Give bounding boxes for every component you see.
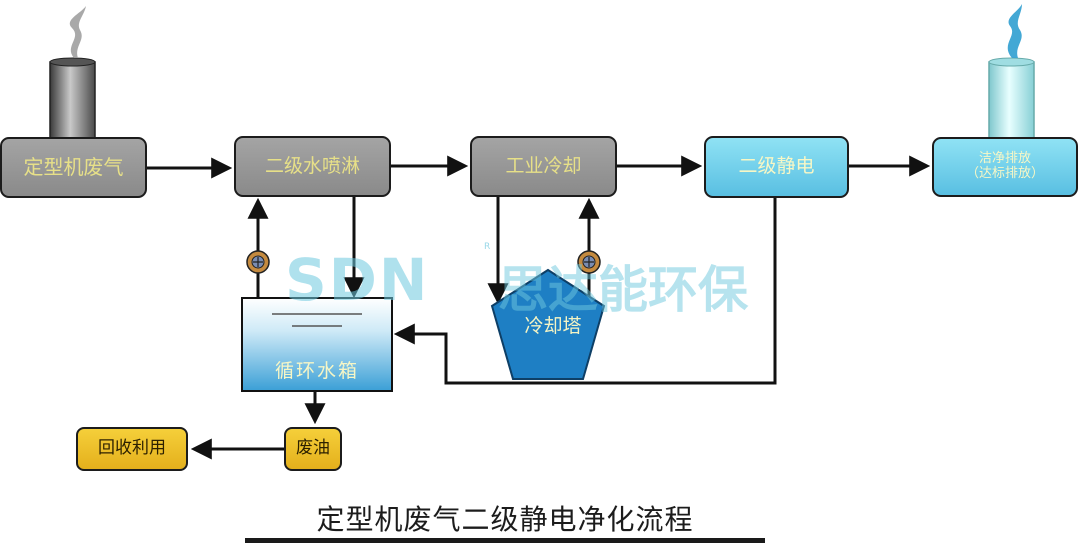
node-discharge-line2: （达标排放）	[965, 166, 1044, 181]
node-spray-label: 二级水喷淋	[264, 154, 360, 177]
node-discharge: 洁净排放 （达标排放）	[932, 137, 1078, 197]
left-chimney	[49, 57, 96, 139]
node-cooling: 工业冷却	[470, 136, 617, 197]
watermark-logo: SDN	[285, 246, 430, 314]
caption-underline	[245, 538, 765, 543]
tank-label: 循环水箱	[274, 360, 359, 382]
node-electrostatic: 二级静电	[704, 136, 849, 198]
pump-icon	[246, 250, 270, 274]
left-smoke-icon	[69, 6, 86, 58]
right-chimney	[988, 57, 1035, 139]
node-spray: 二级水喷淋	[234, 136, 391, 197]
watermark-company-name: 思达能环保	[498, 261, 748, 319]
pump-icon	[577, 250, 601, 274]
node-source-label: 定型机废气	[23, 155, 124, 179]
diagram-caption: 定型机废气二级静电净化流程	[316, 503, 694, 536]
right-flame-icon	[1007, 4, 1022, 58]
node-waste-oil: 废油	[284, 427, 342, 471]
node-waste-oil-label: 废油	[296, 438, 330, 459]
node-source: 定型机废气	[0, 137, 147, 198]
node-recycle: 回收利用	[76, 427, 188, 471]
watermark-registered-mark: R	[484, 242, 491, 252]
node-discharge-line1: 洁净排放	[978, 151, 1031, 167]
cooling-tower	[490, 268, 606, 380]
arrow-electrostatic-to-tank	[393, 198, 777, 385]
node-cooling-label: 工业冷却	[505, 154, 582, 177]
node-electrostatic-label: 二级静电	[738, 155, 815, 178]
tower-label: 冷却塔	[524, 315, 582, 337]
circulating-tank	[241, 297, 393, 392]
node-recycle-label: 回收利用	[98, 438, 166, 459]
